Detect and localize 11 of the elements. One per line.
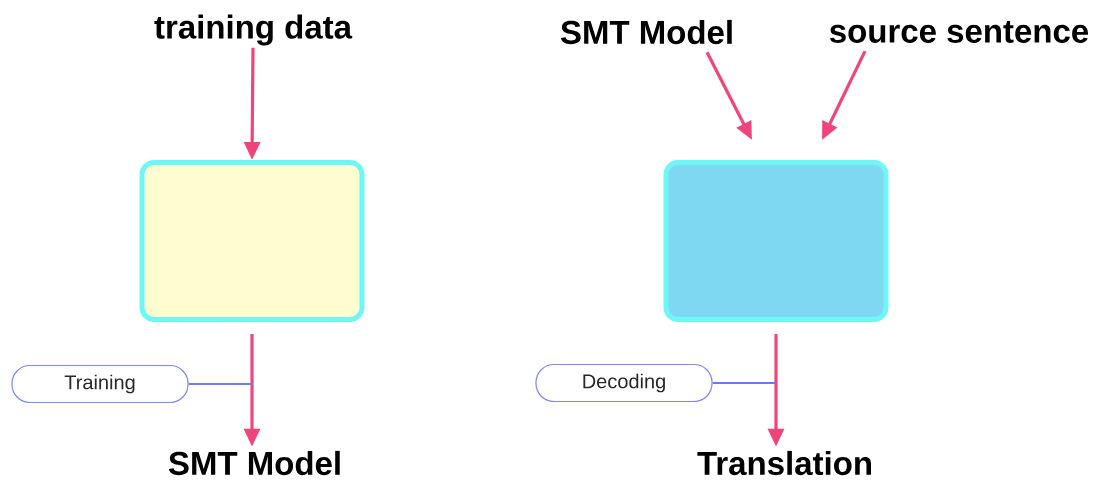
heading-text: SMT Model [168,450,340,476]
heading-text: source sentence [829,21,1089,43]
heading-text: training data [154,14,353,46]
leader-line [711,382,776,384]
stage-label: Decoding [535,363,713,403]
process-box [663,160,889,322]
heading-text: SMT Model [560,19,732,45]
process-box [139,160,365,322]
leader-line [187,383,254,385]
stage-label: Training [11,364,189,404]
heading-text: Translation [697,450,871,476]
